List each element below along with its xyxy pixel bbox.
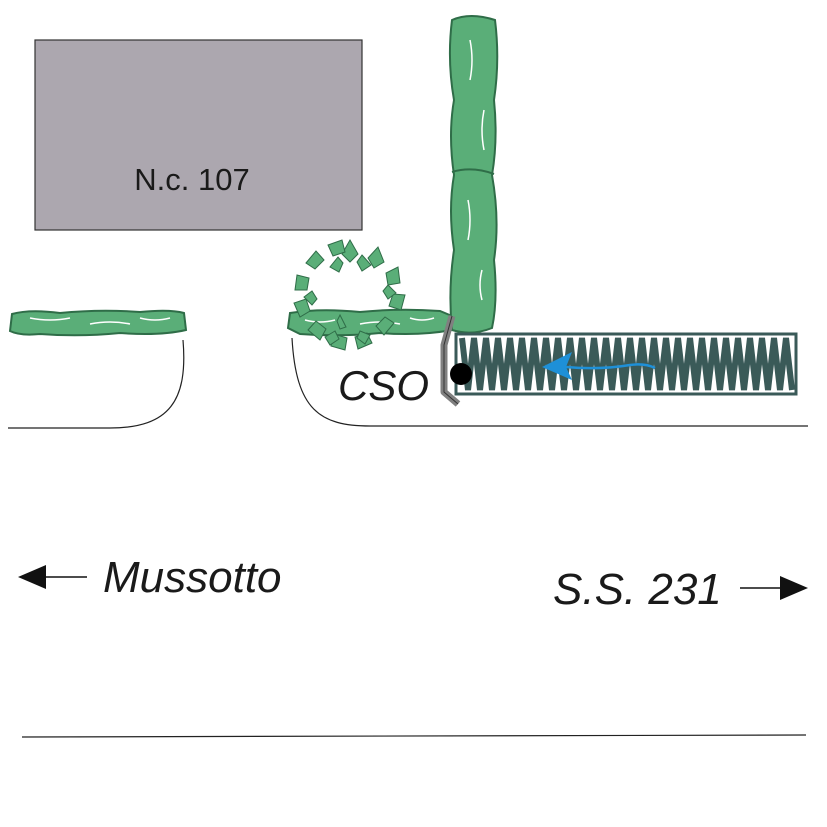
tree-icon [293, 238, 406, 351]
direction-label-east: S.S. 231 [553, 565, 722, 614]
east-direction[interactable]: S.S. 231 [553, 565, 808, 614]
west-direction[interactable]: Mussotto [18, 553, 282, 602]
road-edge-bottom [21, 734, 807, 738]
direction-label-west: Mussotto [103, 553, 282, 602]
arrow-left-icon [18, 565, 46, 589]
curb-left [8, 339, 185, 429]
curb-right [291, 337, 808, 427]
drainage-channel [454, 332, 798, 396]
hedge-vertical [448, 15, 499, 334]
arrow-right-icon [780, 576, 808, 600]
arrow-left-icon [542, 352, 656, 380]
hedge-left [8, 309, 188, 337]
cso-label: CSO [338, 362, 429, 409]
circle-dot-icon[interactable] [450, 363, 472, 385]
building-label: N.c. 107 [134, 162, 249, 197]
building-nc107[interactable] [34, 39, 363, 231]
